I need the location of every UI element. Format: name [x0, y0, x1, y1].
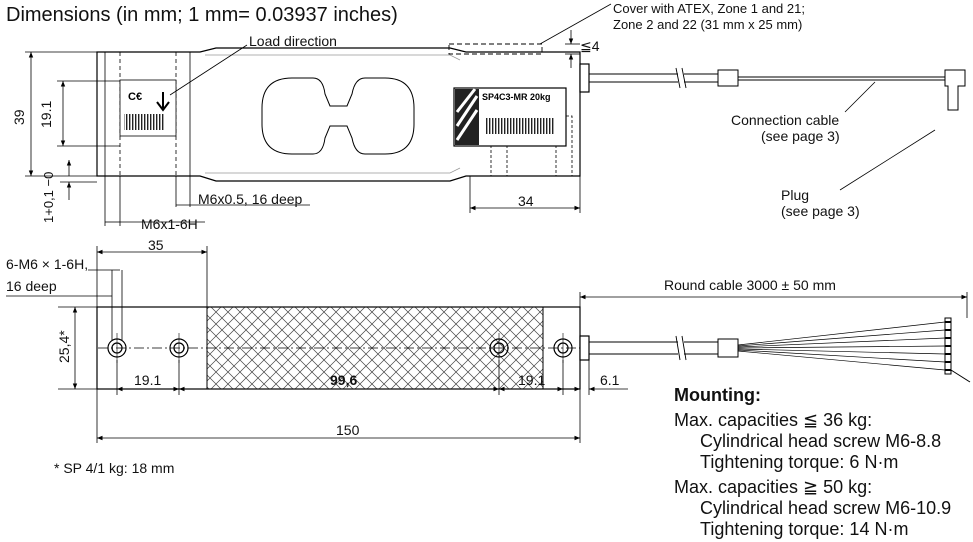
bottom-view-load-cell	[96, 306, 590, 390]
type-label	[453, 87, 567, 147]
drawing-title: Dimensions (in mm; 1 mm= 0.03937 inches)	[6, 4, 398, 26]
dimension-34: 34	[518, 193, 534, 209]
svg-text:C€: C€	[128, 91, 142, 103]
hole-pitch-19-1-dimension: 19.1	[38, 100, 54, 128]
mounting-line-5: Cylindrical head screw M6-10.9	[700, 498, 952, 518]
mounting-line-4: Max. capacities ≧ 50 kg:	[674, 477, 873, 497]
plug-reference: (see page 3)	[781, 203, 860, 219]
height-39-dimension: 39	[11, 109, 27, 125]
bottom-cable	[589, 317, 971, 383]
cover-note-line-1: Cover with ATEX, Zone 1 and 21;	[613, 1, 805, 16]
footnote: * SP 4/1 kg: 18 mm	[54, 460, 175, 476]
dimension-35: 35	[148, 237, 164, 253]
round-cable-length: Round cable 3000 ± 50 mm	[664, 277, 836, 293]
gap-tolerance-dimension: 1+0,1 −0	[41, 171, 56, 223]
dimension-6-1: 6.1	[600, 372, 620, 388]
dimension-19-1-right: 19.1	[518, 372, 546, 388]
thread-m6x1-label: M6x1-6H	[141, 216, 198, 232]
dimension-150: 150	[336, 422, 360, 438]
bottom-view-dimensions	[6, 246, 968, 443]
cover-height-dimension: ≦4	[580, 38, 600, 54]
connection-cable-label: Connection cable	[731, 112, 840, 128]
thread-m6x0-5-label: M6x0.5, 16 deep	[198, 191, 303, 207]
type-label-text: SP4C3-MR 20kg	[482, 92, 551, 102]
mounting-title: Mounting:	[674, 385, 761, 405]
ce-label: C€	[119, 79, 177, 137]
mounting-line-3: Tightening torque: 6 N·m	[700, 452, 899, 472]
top-cable	[589, 67, 966, 111]
width-25-4-dimension: 25,4*	[56, 330, 72, 363]
dimension-19-1-left: 19.1	[134, 372, 162, 388]
mounting-line-6: Tightening torque: 14 N·m	[700, 519, 909, 539]
holes-note-line-2: 16 deep	[6, 278, 57, 294]
cover-note-line-2: Zone 2 and 22 (31 mm x 25 mm)	[613, 17, 803, 32]
load-direction-label: Load direction	[249, 33, 337, 49]
dimension-99-6: 99,6	[330, 372, 358, 388]
mounting-line-1: Max. capacities ≦ 36 kg:	[674, 410, 873, 430]
connection-cable-reference: (see page 3)	[761, 128, 840, 144]
top-view-dimensions	[25, 3, 936, 226]
holes-note-line-1: 6-M6 × 1-6H,	[6, 256, 89, 272]
plug-label: Plug	[781, 187, 810, 203]
mounting-line-2: Cylindrical head screw M6-8.8	[700, 431, 942, 451]
